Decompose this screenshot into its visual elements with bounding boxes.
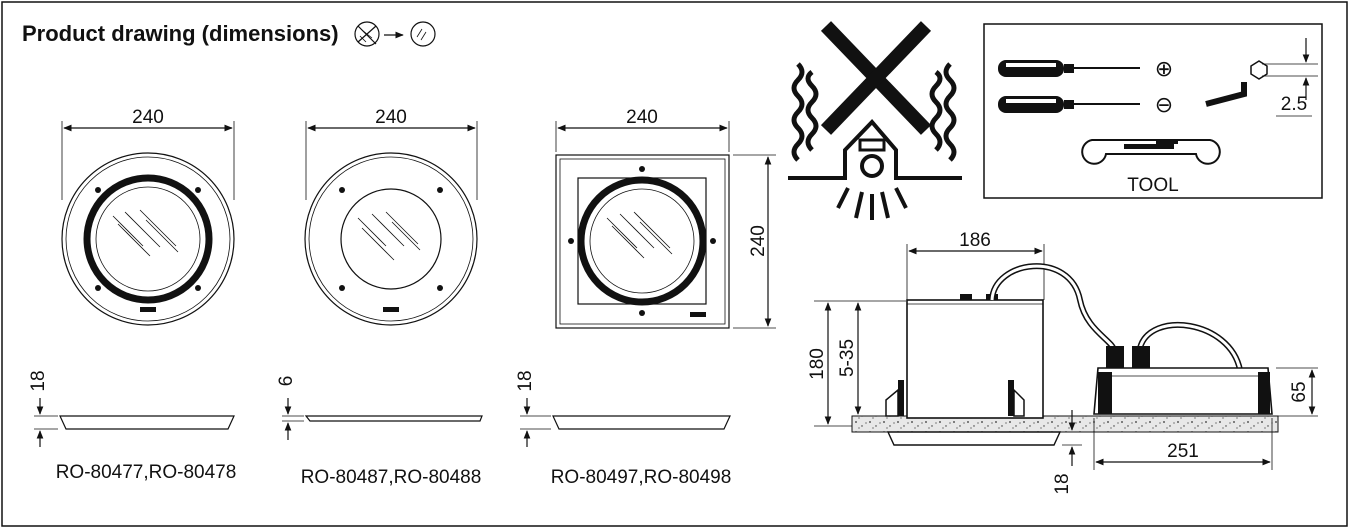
model-2-thickness-dim: 6 (276, 376, 297, 387)
model-3-front-view (555, 121, 776, 329)
phillips-icon: ⊕ (1155, 57, 1173, 82)
no-insulation-cover-icon (788, 21, 962, 220)
total-height-dim: 180 (807, 348, 828, 380)
model-2-front-view (304, 121, 478, 326)
installation-side-view (814, 244, 1318, 470)
model-1-label: RO-80477,RO-80478 (56, 462, 237, 483)
model-3-label: RO-80497,RO-80498 (551, 467, 732, 488)
housing-width-dim: 186 (959, 230, 991, 251)
rim-thickness-dim: 18 (1052, 473, 1073, 494)
depth-range-dim: 5-35 (837, 339, 858, 377)
tool-label: TOOL (1127, 175, 1178, 196)
flat-head-icon: ⊖ (1155, 93, 1173, 118)
model-2-side-view (282, 398, 483, 440)
hex-key-icon (1205, 38, 1318, 117)
model-3-thickness-dim: 18 (515, 370, 536, 391)
model-2-width-dim: 240 (375, 107, 407, 128)
screwdriver-to-glass-icon (354, 21, 436, 47)
screwdriver-icon (998, 60, 1140, 113)
tool-box (983, 23, 1323, 199)
box-height-dim: 65 (1289, 381, 1310, 402)
model-3-side-view (520, 398, 731, 447)
model-3-height-dim: 240 (748, 225, 769, 257)
model-1-front-view (61, 121, 235, 326)
page-title: Product drawing (dimensions) (22, 21, 339, 46)
model-1-thickness-dim: 18 (28, 370, 49, 391)
box-width-dim: 251 (1167, 441, 1199, 462)
model-2-label: RO-80487,RO-80488 (301, 467, 482, 488)
wrench-icon (1081, 139, 1221, 165)
model-3-width-dim: 240 (626, 107, 658, 128)
model-1-width-dim: 240 (132, 107, 164, 128)
model-1-side-view (34, 398, 235, 447)
hex-size-dim: 2.5 (1281, 94, 1307, 115)
